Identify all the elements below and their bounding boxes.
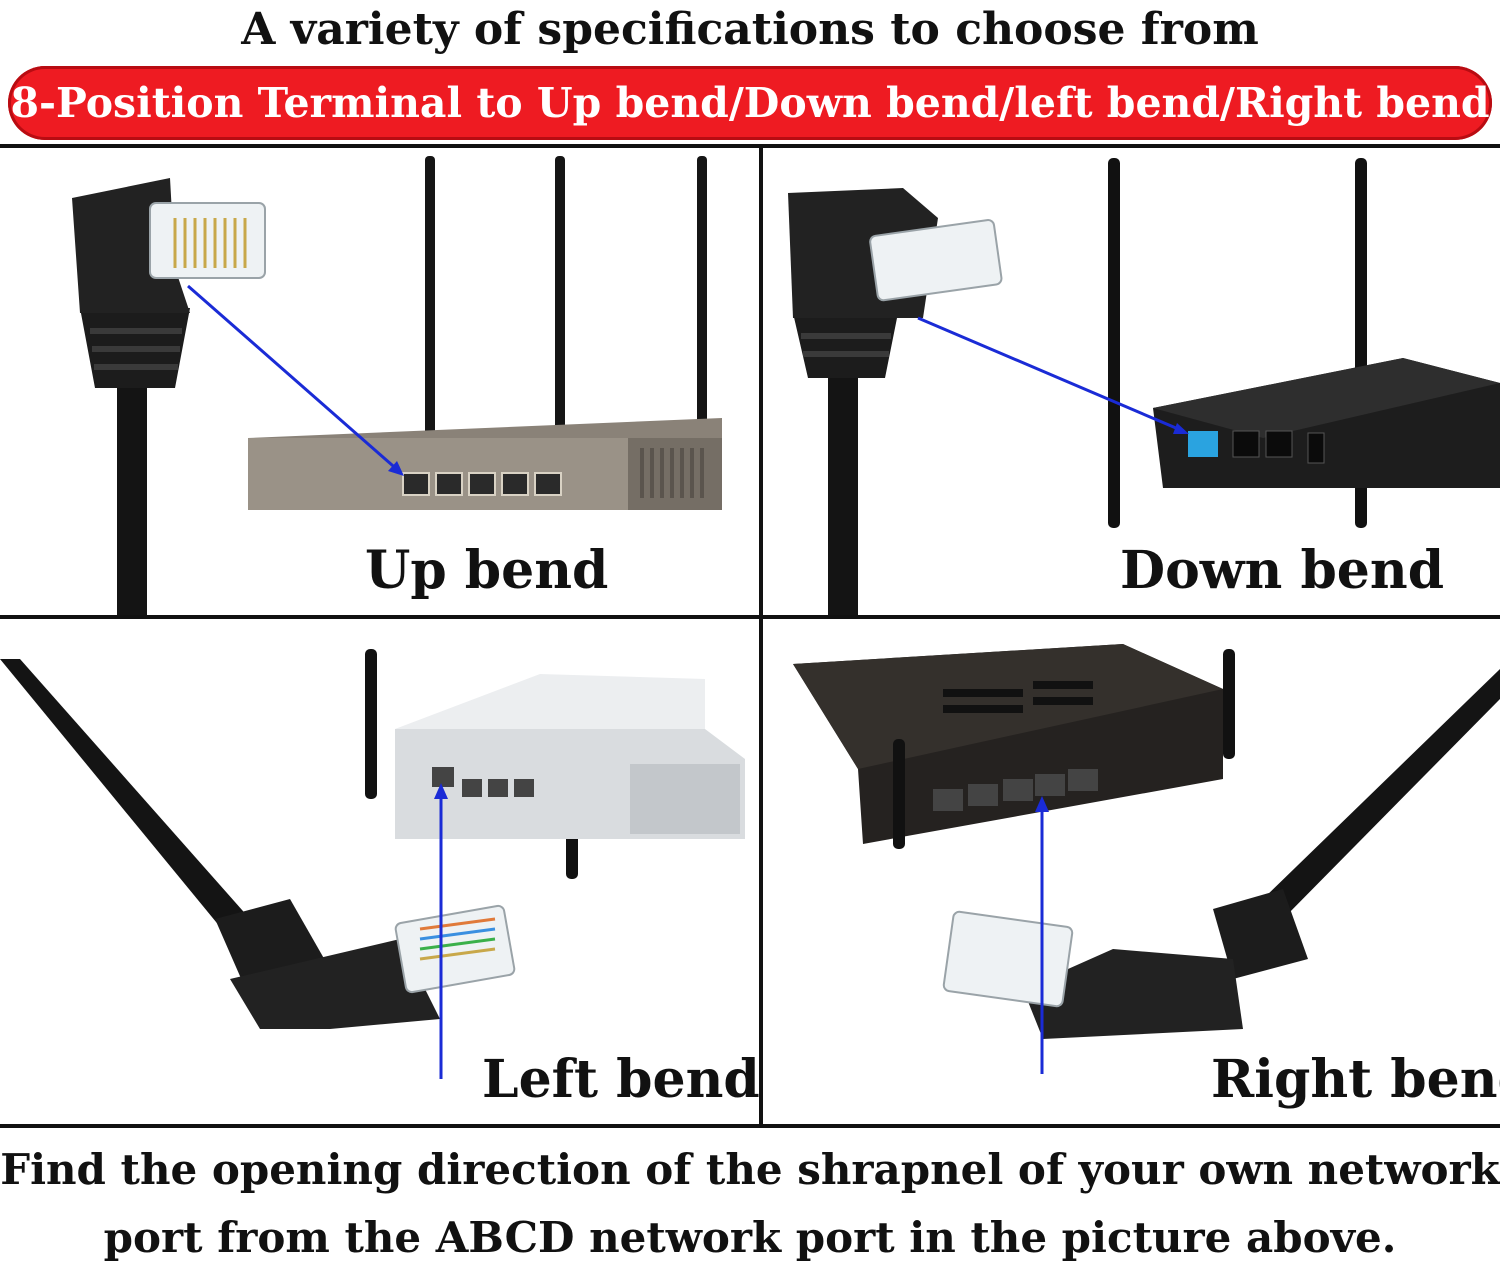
up-bend-arrow [187, 284, 401, 474]
right-bend-antenna [893, 739, 905, 849]
left-bend-cable [0, 659, 250, 939]
up-bend-wan-port [402, 472, 430, 496]
right-bend-housing [1023, 949, 1243, 1039]
panel-label-left-bend: Left bend [482, 1049, 759, 1110]
up-bend-rj45-plug [149, 202, 266, 279]
down-bend-wan-port [1188, 431, 1218, 457]
down-bend-boot [793, 313, 898, 378]
spec-banner-text: 8-Position Terminal to Up bend/Down bend… [10, 79, 1490, 127]
bend-grid: Up bend Down bend [0, 144, 1500, 1128]
panel-label-right-bend: Right bend [1211, 1049, 1500, 1110]
down-bend-arrow [917, 316, 1184, 433]
grid-top-rule [0, 144, 1500, 148]
right-bend-wan-port [933, 789, 963, 811]
right-bend-cable [1263, 669, 1500, 919]
footer-note: Find the opening direction of the shrapn… [0, 1136, 1500, 1272]
panel-up-bend: Up bend [0, 148, 759, 615]
footer-line-2: port from the ABCD network port in the p… [103, 1213, 1397, 1262]
up-bend-illustration [72, 156, 722, 615]
footer-line-1: Find the opening direction of the shrapn… [0, 1145, 1500, 1194]
down-bend-antenna [1108, 158, 1120, 528]
down-bend-cable [828, 363, 858, 615]
down-bend-rj45-plug [869, 219, 1003, 302]
grid-bottom-rule [0, 1124, 1500, 1128]
left-bend-antenna [365, 649, 377, 799]
left-bend-housing [230, 939, 440, 1029]
down-bend-illustration [788, 158, 1500, 615]
left-bend-wan-port [432, 767, 454, 787]
grid-vertical-rule [759, 144, 763, 1128]
up-bend-antenna [425, 156, 435, 436]
panel-left-bend: Left bend [0, 619, 759, 1124]
spec-banner: 8-Position Terminal to Up bend/Down bend… [8, 66, 1492, 140]
panel-label-down-bend: Down bend [1120, 540, 1445, 601]
right-bend-rj45-plug [942, 910, 1074, 1008]
up-bend-cable [117, 348, 147, 615]
grid-middle-rule [0, 615, 1500, 619]
right-bend-illustration [793, 644, 1500, 1074]
panel-label-up-bend: Up bend [365, 540, 609, 601]
page-title: A variety of specifications to choose fr… [241, 4, 1259, 55]
right-bend-boot [1213, 889, 1308, 979]
panel-down-bend: Down bend [763, 148, 1500, 615]
panel-right-bend: Right bend [763, 619, 1500, 1124]
left-bend-rj45-plug [394, 904, 516, 994]
left-bend-illustration [0, 649, 745, 1079]
